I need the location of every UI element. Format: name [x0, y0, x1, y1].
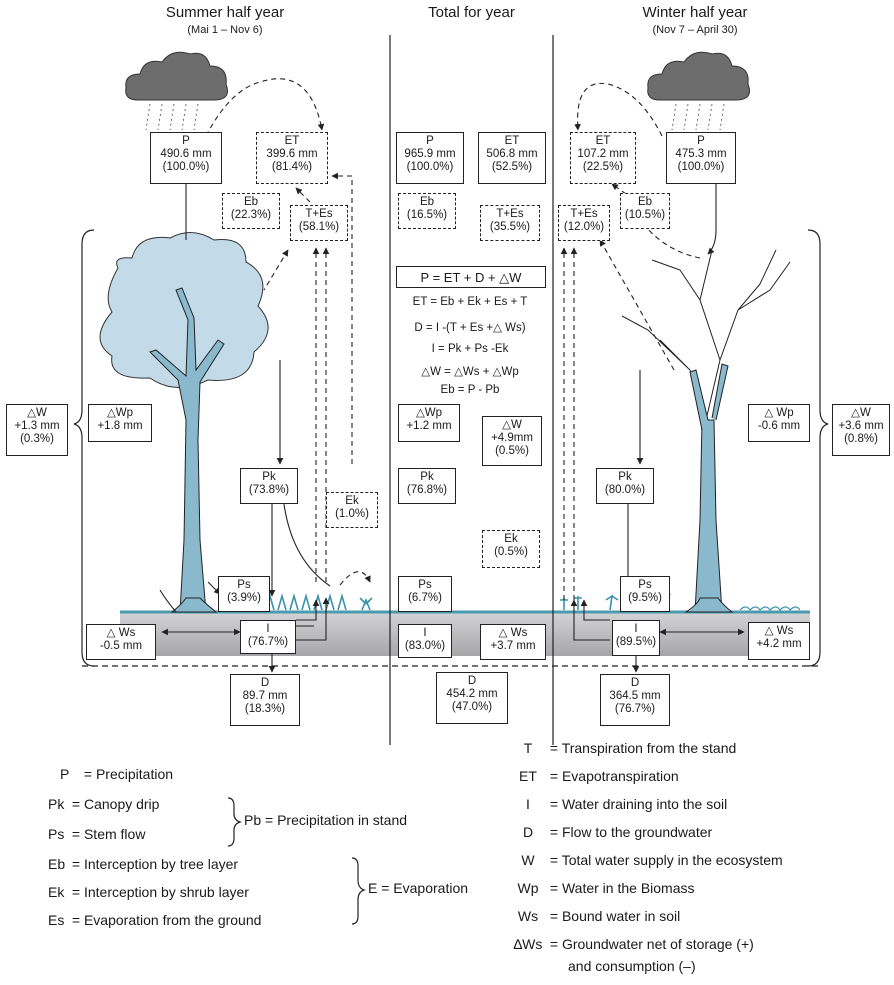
legend-right-item: T = Transpiration from the stand [523, 740, 737, 756]
total-i-box: I(83.0%) [398, 624, 452, 658]
legend-right-item: W = Total water supply in the ecosystem [521, 852, 783, 868]
legend-left-item: Es = Evaporation from the ground [48, 912, 262, 928]
total-delta-w-box: △W+4.9mm(0.5%) [482, 416, 542, 466]
winter-ps-box: Ps(9.5%) [620, 576, 670, 612]
equation-et: ET = Eb + Ek + Es + T [412, 296, 528, 308]
legend-left-item: Eb = Interception by tree layer [48, 856, 239, 872]
winter-header: Winter half year (Nov 7 – April 30) [600, 4, 790, 36]
summer-tree [99, 232, 269, 613]
legend-right-item: ET = Evapotranspiration [519, 768, 679, 784]
equation-i: I = Pk + Ps -Ek [431, 343, 509, 355]
total-title: Total for year [428, 4, 515, 21]
winter-title: Winter half year [642, 4, 748, 21]
legend-right-item: D = Flow to the groundwater [522, 824, 713, 840]
summer-title: Summer half year [165, 4, 285, 21]
legend-right-item: I = Water draining into the soil [526, 796, 728, 812]
legend-pb-group: Pb = Precipitation in stand [244, 812, 408, 828]
equation-eb: Eb = P - Pb [440, 384, 500, 396]
delta-w-braces [73, 229, 829, 667]
total-t-es-box: T+Es(35.5%) [480, 205, 540, 241]
summer-delta-ws-box: △ Ws-0.5 mm [86, 624, 156, 660]
summer-delta-wp-box: △Wp+1.8 mm [88, 404, 152, 442]
winter-t-es-box: T+Es(12.0%) [558, 205, 610, 241]
total-pk-box: Pk(76.8%) [398, 468, 456, 504]
summer-delta-w-box: △W+1.3 mm(0.3%) [6, 404, 68, 456]
legend-left-item: Pk = Canopy drip [48, 796, 160, 812]
water-balance-equation: P = ET + D + △W [396, 266, 546, 288]
legend-braces [227, 797, 366, 925]
equation-delta-w: △W = △Ws + △Wp [421, 366, 519, 378]
legend-right-item: ∆Ws = Groundwater net of storage (+) [513, 936, 754, 952]
legend-left-item: Ps = Stem flow [48, 826, 146, 842]
winter-tree [621, 249, 791, 613]
total-delta-wp-box: △Wp+1.2 mm [398, 404, 460, 442]
total-eb-box: Eb(16.5%) [398, 193, 456, 229]
summer-pk-box: Pk(73.8%) [240, 468, 298, 504]
flow-arrows [159, 78, 745, 673]
winter-pk-box: Pk(80.0%) [596, 468, 654, 504]
summer-dates: (Mai 1 – Nov 6) [187, 24, 263, 36]
winter-delta-w-box: △W+3.6 mm(0.8%) [832, 404, 890, 456]
total-ps-box: Ps(6.7%) [398, 576, 452, 612]
winter-eb-box: Eb(10.5%) [620, 193, 670, 229]
legend-right-continuation: and consumption (–) [568, 958, 696, 974]
summer-t-es-box: T+Es(58.1%) [290, 205, 348, 241]
legend-left-item: P = Precipitation [60, 766, 174, 782]
total-delta-ws-box: △ Ws+3.7 mm [480, 624, 546, 660]
summer-header: Summer half year (Mai 1 – Nov 6) [130, 4, 320, 36]
summer-cloud [125, 51, 228, 131]
legend-right-item: Wp = Water in the Biomass [517, 880, 695, 896]
legend-right-item: Ws = Bound water in soil [517, 908, 681, 924]
summer-ps-box: Ps(3.9%) [218, 576, 270, 612]
winter-delta-ws-box: △ Ws+4.2 mm [748, 622, 810, 660]
summer-ek-box: Ek(1.0%) [326, 492, 378, 528]
column-dividers [389, 35, 554, 745]
total-ek-box: Ek(0.5%) [482, 530, 540, 568]
winter-cloud [647, 51, 750, 131]
summer-i-box: I(76.7%) [240, 620, 296, 654]
total-header: Total for year [390, 4, 553, 21]
equation-d: D = I -(T + Es +△ Ws) [414, 322, 526, 334]
legend-left-item: Ek = Interception by shrub layer [48, 884, 249, 900]
soil-layer [120, 610, 810, 656]
legend-e-group: E = Evaporation [368, 880, 469, 896]
summer-eb-box: Eb(22.3%) [222, 193, 280, 229]
winter-dates: (Nov 7 – April 30) [652, 24, 738, 36]
winter-delta-wp-box: △ Wp-0.6 mm [748, 404, 810, 442]
winter-i-box: I(89.5%) [612, 620, 660, 656]
